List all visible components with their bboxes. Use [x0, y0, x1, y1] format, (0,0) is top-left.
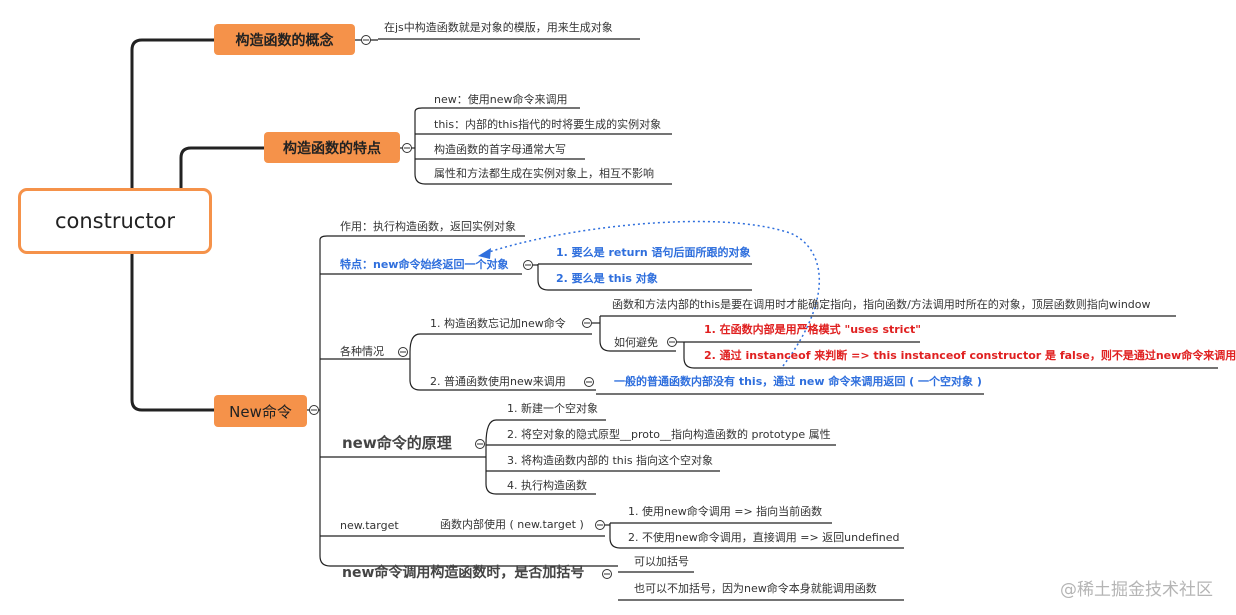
- case-normal-desc: 一般的普通函数内部没有 this，通过 new 命令来调用返回 ( 一个空对象 …: [614, 375, 982, 388]
- case-forget-desc: 函数和方法内部的this是要在调用时才能确定指向，指向函数/方法调用时所在的对象…: [612, 298, 1151, 311]
- target-item: 2. 不使用new命令调用，直接调用 => 返回undefined: [628, 531, 900, 544]
- case-normal-label: 2. 普通函数使用new来调用: [430, 375, 566, 388]
- principle-label: new命令的原理: [342, 434, 452, 452]
- target-sub: 函数内部使用 ( new.target ): [440, 518, 584, 531]
- paren-label: new命令调用构造函数时，是否加括号: [342, 565, 585, 581]
- root-node[interactable]: constructor: [18, 188, 212, 254]
- trait-item: 1. 要么是 return 语句后面所跟的对象: [556, 246, 751, 259]
- avoid-item-strict: 1. 在函数内部是用严格模式 "uses strict": [704, 323, 921, 336]
- watermark: @稀土掘金技术社区: [1060, 580, 1213, 600]
- avoid-label: 如何避免: [614, 336, 658, 349]
- features-title: 构造函数的特点: [283, 140, 381, 157]
- target-item: 1. 使用new命令调用 => 指向当前函数: [628, 505, 823, 518]
- new-command-title: New命令: [229, 402, 292, 421]
- paren-item: 也可以不加括号，因为new命令本身就能调用函数: [634, 582, 877, 595]
- feature-item: this：内部的this指代的时将要生成的实例对象: [434, 118, 662, 131]
- trait-label: 特点：new命令始终返回一个对象: [340, 258, 509, 271]
- target-label: new.target: [340, 519, 399, 532]
- concept-title: 构造函数的概念: [235, 32, 334, 49]
- cases-label: 各种情况: [340, 345, 384, 358]
- avoid-item-instanceof: 2. 通过 instanceof 来判断 => this instanceof …: [704, 349, 1236, 362]
- feature-item: new：使用new命令来调用: [434, 93, 568, 106]
- principle-step: 3. 将构造函数内部的 this 指向这个空对象: [507, 454, 714, 467]
- features-node[interactable]: 构造函数的特点: [264, 132, 400, 163]
- concept-desc: 在js中构造函数就是对象的模版，用来生成对象: [384, 21, 613, 34]
- case-forget-label: 1. 构造函数忘记加new命令: [430, 317, 566, 330]
- principle-step: 1. 新建一个空对象: [507, 402, 598, 415]
- principle-step: 4. 执行构造函数: [507, 479, 587, 492]
- paren-item: 可以加括号: [634, 555, 689, 568]
- feature-item: 构造函数的首字母通常大写: [434, 143, 566, 156]
- new-command-node[interactable]: New命令: [214, 395, 307, 427]
- purpose-text: 作用：执行构造函数，返回实例对象: [340, 220, 516, 233]
- root-label: constructor: [54, 209, 176, 233]
- principle-step: 2. 将空对象的隐式原型__proto__指向构造函数的 prototype 属…: [507, 428, 831, 441]
- feature-item: 属性和方法都生成在实例对象上，相互不影响: [434, 167, 654, 180]
- trait-item: 2. 要么是 this 对象: [556, 272, 658, 285]
- concept-node[interactable]: 构造函数的概念: [214, 24, 355, 55]
